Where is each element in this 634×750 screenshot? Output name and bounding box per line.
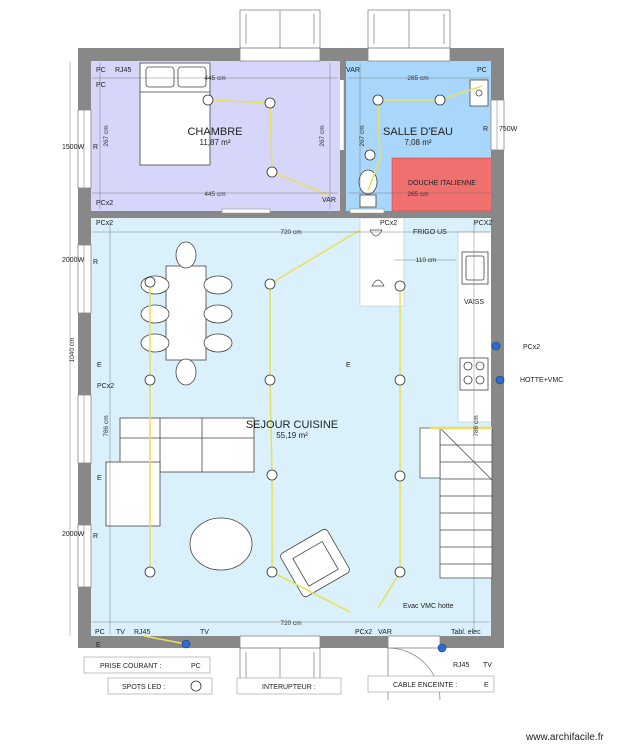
legend-prise-box (83, 656, 211, 674)
label-rj45-sejour: RJ45 (134, 629, 150, 636)
label-pcx2-sejour-tl: PCx2 (96, 220, 113, 227)
dining-table (140, 241, 233, 386)
label-pcx2-chambre: PCx2 (96, 200, 113, 207)
room-area-chambre: 11,87 m² (200, 138, 231, 147)
label-2000w-2: 2000W (62, 531, 85, 538)
bed (139, 62, 211, 166)
dim-sejour-bottom: 720 cm (280, 620, 301, 627)
sink (469, 79, 489, 107)
label-tabl: Tabl. elec (451, 629, 481, 636)
staircase (419, 427, 493, 579)
kitchen-counter (359, 217, 405, 307)
room-name-salle-eau: SALLE D'EAU (383, 126, 453, 138)
legend-cable-box (367, 675, 495, 693)
label-rj45-chambre: RJ45 (115, 67, 131, 74)
room-name-sejour: SEJOUR CUISINE (246, 419, 338, 431)
dim-chambre-right: 267 cm (319, 125, 326, 146)
legend-prise-symbol: PC (191, 663, 201, 670)
label-r-sejour-1: R (93, 259, 98, 266)
label-pc-1: PC (96, 67, 106, 74)
label-evac: Evac VMC hotte (403, 603, 454, 610)
label-r-sejour-2: R (93, 533, 98, 540)
label-hotte: HOTTE+VMC (520, 377, 563, 384)
legend-spots-box (107, 677, 213, 695)
label-pcx2-left: PCx2 (97, 383, 114, 390)
legend-interrupteur-label: INTERUPTEUR : (262, 684, 316, 691)
label-2000w-1: 2000W (62, 257, 85, 264)
blue-outlets (181, 341, 505, 653)
label-pc-bottom: PC (95, 629, 105, 636)
spot-leds (144, 94, 446, 578)
dim-sde-top: 265 cm (407, 75, 428, 82)
label-pcx2-right: PCx2 (523, 344, 540, 351)
armchair (280, 528, 350, 598)
label-tv-1: TV (116, 629, 125, 636)
label-e-bottom: E (96, 642, 101, 649)
legend-cable-label: CABLE ENCEINTE : (393, 682, 457, 689)
label-tv-2: TV (200, 629, 209, 636)
watermark: www.archifacile.fr (525, 732, 604, 743)
room-area-salle-eau: 7,08 m² (404, 138, 431, 147)
label-1500w: 1500W (62, 144, 85, 151)
room-name-douche: DOUCHE ITALIENNE (408, 180, 476, 187)
dim-chambre-left: 267 cm (103, 125, 110, 146)
coffee-table (189, 517, 253, 571)
label-pcx2-kitchen: PCX2 (474, 220, 492, 227)
legend-spots-label: SPOTS LED : (122, 684, 165, 691)
window-lines (83, 100, 498, 587)
legend-interrupteur-box (236, 677, 342, 695)
label-pcx2-bottom: PCx2 (355, 629, 372, 636)
electrical-labels: PC PC RJ45 VAR PC R R 1500W 750W VAR PCx… (62, 67, 563, 669)
dim-total-height: 1040 cm (69, 338, 76, 363)
room-name-chambre: CHAMBRE (187, 126, 242, 138)
windows (77, 99, 505, 588)
dim-sejour-top: 720 cm (280, 229, 301, 236)
chambre-floor (90, 61, 340, 211)
counter-stools (369, 229, 385, 287)
dim-sejour-right: 786 cm (473, 415, 480, 436)
dimension-lines (69, 62, 490, 636)
walls (78, 48, 504, 648)
legend-cable-symbol: E (484, 682, 489, 689)
label-750w: 750W (499, 126, 518, 133)
label-var-sde: VAR (346, 67, 360, 74)
label-tv-entry: TV (483, 662, 492, 669)
room-area-sejour: 55,19 m² (276, 431, 308, 440)
dim-chambre-top: 445 cm (204, 75, 225, 82)
label-r-chambre: R (93, 144, 98, 151)
label-e-2: E (97, 475, 102, 482)
label-pcx2-counter: PCx2 (380, 220, 397, 227)
dim-chambre-bottom: 445 cm (204, 191, 225, 198)
legend: PRISE COURANT : PC SPOTS LED : INTERUPTE… (83, 656, 495, 695)
top-door-left (239, 9, 321, 62)
label-var-bottom: VAR (378, 629, 392, 636)
label-e-1: E (97, 362, 102, 369)
label-r-sde: R (483, 126, 488, 133)
label-frigo: FRIGO US (413, 229, 447, 236)
legend-prise-label: PRISE COURANT : (100, 663, 161, 670)
label-rj45-entry: RJ45 (453, 662, 469, 669)
dim-sde-height: 267 cm (359, 125, 366, 146)
label-pc-sde: PC (477, 67, 487, 74)
label-e-center: E (346, 362, 351, 369)
dim-sde-bottom: 265 cm (407, 191, 428, 198)
sofa (105, 417, 255, 527)
legend-spot-icon (190, 680, 202, 692)
dim-sejour-left: 786 cm (103, 415, 110, 436)
kitchen-sink (461, 251, 489, 285)
interior-doors (221, 80, 385, 214)
label-vaiss: VAISS (464, 299, 484, 306)
label-var-chambre: VAR (322, 197, 336, 204)
label-pc-2: PC (96, 82, 106, 89)
dim-frigo-width: 110 cm (416, 257, 437, 264)
top-door-right (367, 9, 451, 62)
